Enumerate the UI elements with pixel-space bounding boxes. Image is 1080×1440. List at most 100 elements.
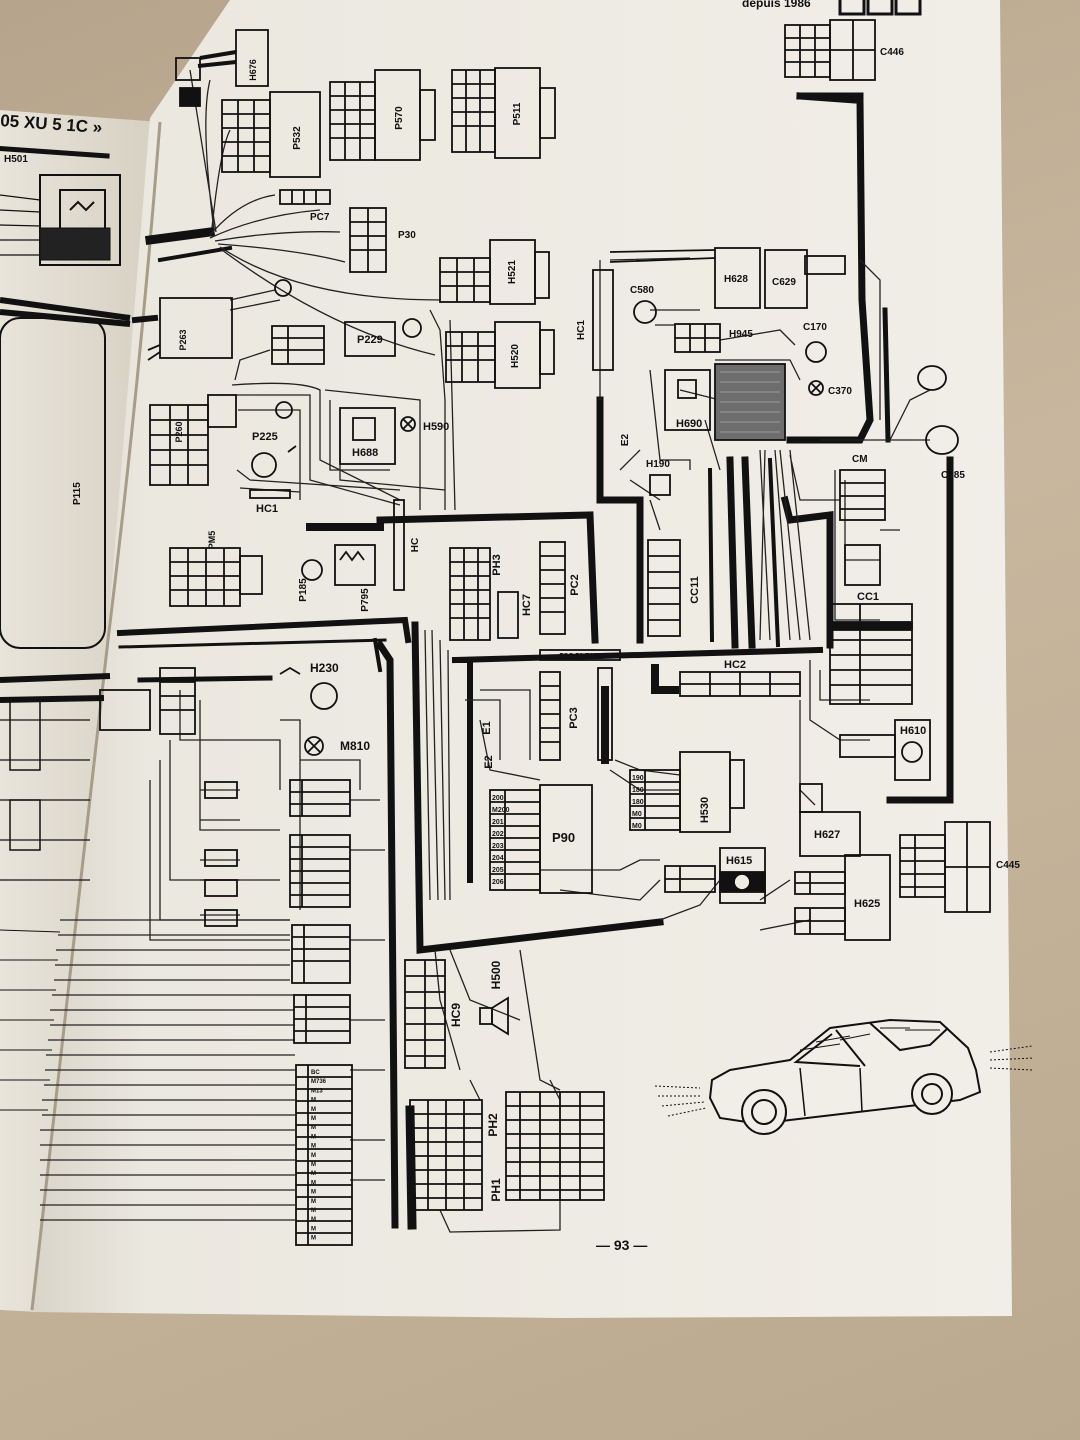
label-p570: P570 bbox=[394, 106, 405, 130]
label-e2: E2 bbox=[483, 755, 495, 768]
label-ph1: PH1 bbox=[489, 1178, 503, 1202]
label-h688: H688 bbox=[352, 447, 378, 459]
label-h521: H521 bbox=[507, 260, 518, 284]
label-pc2: PC2 bbox=[569, 574, 581, 595]
label-p229: P229 bbox=[357, 334, 383, 346]
pin-label: 204 bbox=[492, 855, 504, 862]
pin-label: M bbox=[311, 1171, 316, 1177]
label-m810: M810 bbox=[340, 739, 370, 753]
date-note: depuis 1986 bbox=[742, 0, 811, 10]
label-hc: HC bbox=[410, 538, 421, 552]
label-h628: H628 bbox=[724, 274, 748, 285]
label-h610: H610 bbox=[900, 725, 926, 737]
label-c370: C370 bbox=[828, 386, 852, 397]
car-illustration bbox=[654, 1018, 1035, 1135]
pin-label: 202 bbox=[492, 831, 504, 838]
pin-label: 203 bbox=[492, 843, 504, 850]
label-p260: P260 bbox=[174, 421, 184, 442]
pin-label: 190 bbox=[632, 775, 644, 782]
pin-label: 201 bbox=[492, 819, 504, 826]
pin-label: M13 bbox=[311, 1088, 323, 1094]
left-page-diagram: H501 P115 bbox=[0, 154, 131, 1111]
pin-label: M bbox=[311, 1134, 316, 1140]
pin-label: M bbox=[311, 1236, 316, 1242]
pin-label: M bbox=[311, 1226, 316, 1232]
label-p532: P532 bbox=[292, 126, 303, 150]
component-labels: H676 P532 P570 P511 C446 PC7 P30 H521 H5… bbox=[174, 47, 1020, 1202]
label-cc11: CC11 bbox=[689, 576, 701, 604]
pin-label: M bbox=[311, 1107, 316, 1113]
label-p185: P185 bbox=[298, 578, 309, 602]
label-c580: C580 bbox=[630, 285, 654, 296]
pin-label: 180 bbox=[632, 799, 644, 806]
pin-label: M200 bbox=[492, 807, 510, 814]
label-hc1-left: HC1 bbox=[256, 503, 278, 515]
label-pc3: PC3 bbox=[568, 707, 580, 728]
label-p30: P30 bbox=[398, 230, 416, 241]
pin-label: 180 bbox=[632, 787, 644, 794]
pin-label: M bbox=[311, 1153, 316, 1159]
label-c445: C445 bbox=[996, 860, 1020, 871]
label-ph2: PH2 bbox=[486, 1113, 500, 1137]
label-h690: H690 bbox=[676, 418, 702, 430]
label-c170: C170 bbox=[803, 322, 827, 333]
label-c385: C385 bbox=[941, 470, 965, 481]
pin-label: 205 bbox=[492, 867, 504, 874]
left-page bbox=[0, 110, 160, 1312]
label-h501: H501 bbox=[4, 154, 28, 165]
label-p115: P115 bbox=[72, 482, 83, 505]
component-boxes bbox=[99, 19, 991, 1246]
label-hc7: HC7 bbox=[521, 594, 533, 616]
pin-label: 200 bbox=[492, 795, 504, 802]
pin-label: M bbox=[311, 1180, 316, 1186]
label-h945: H945 bbox=[729, 329, 753, 340]
label-h520: H520 bbox=[510, 344, 521, 368]
pin-label: M0 bbox=[632, 823, 642, 830]
pin-label: 206 bbox=[492, 879, 504, 886]
label-hc9: HC9 bbox=[449, 1003, 463, 1027]
pin-label: M bbox=[311, 1208, 316, 1214]
label-c629: C629 bbox=[772, 277, 796, 288]
book-gutter bbox=[30, 121, 162, 1311]
label-e2-top: E2 bbox=[620, 433, 631, 446]
label-h530: H530 bbox=[699, 797, 711, 823]
pin-label: BC bbox=[311, 1070, 320, 1076]
label-hc2: HC2 bbox=[724, 659, 746, 671]
pin-label: M bbox=[311, 1116, 316, 1122]
pin-label: M0 bbox=[632, 811, 642, 818]
label-p511: P511 bbox=[512, 102, 523, 125]
pin-label: M bbox=[311, 1199, 316, 1205]
page-number: — 93 — bbox=[596, 1237, 647, 1253]
label-h627: H627 bbox=[814, 829, 840, 841]
pin-label: M bbox=[311, 1162, 316, 1168]
header: 05 XU 5 1C » depuis 1986 bbox=[0, 0, 922, 159]
label-h590: H590 bbox=[423, 421, 449, 433]
label-h625: H625 bbox=[854, 898, 880, 910]
pin-label: M bbox=[311, 1190, 316, 1196]
label-h615: H615 bbox=[726, 855, 752, 867]
label-h676: H676 bbox=[248, 59, 258, 81]
label-fsc-bus: FSC 52 F.HN bbox=[559, 653, 600, 660]
label-p263: P263 bbox=[178, 329, 188, 350]
label-p90: P90 bbox=[552, 830, 575, 845]
label-cm: CM bbox=[852, 454, 868, 465]
label-h190: H190 bbox=[646, 459, 670, 470]
pin-label: M bbox=[311, 1217, 316, 1223]
label-c446: C446 bbox=[880, 47, 904, 58]
label-pc7: PC7 bbox=[310, 212, 330, 223]
pin-label: M bbox=[311, 1125, 316, 1131]
label-h230: H230 bbox=[310, 661, 339, 675]
label-hc1-right: HC1 bbox=[576, 320, 587, 340]
label-p225: P225 bbox=[252, 431, 278, 443]
label-h500: H500 bbox=[489, 960, 503, 989]
label-pm5: PM5 bbox=[207, 531, 217, 550]
pin-label: M736 bbox=[311, 1079, 327, 1085]
pin-label: M bbox=[311, 1098, 316, 1104]
label-p795: P795 bbox=[360, 588, 371, 612]
label-cc1: CC1 bbox=[857, 591, 879, 603]
label-e1: E1 bbox=[481, 721, 493, 734]
label-ph3: PH3 bbox=[491, 554, 503, 575]
